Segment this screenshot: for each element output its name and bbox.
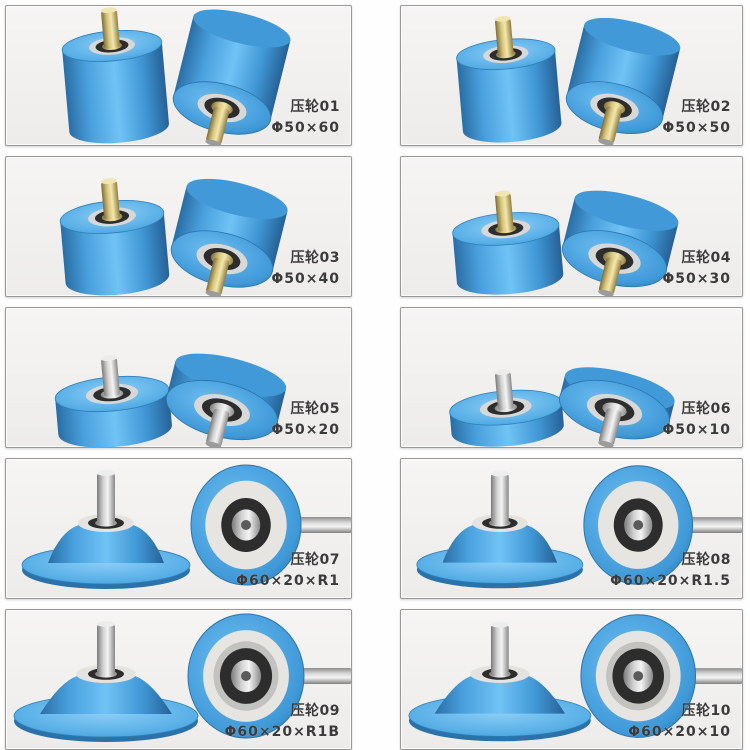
product-name: 压轮07	[290, 552, 340, 568]
product-card-07: 压轮07 Φ60×20×R1	[5, 458, 352, 599]
product-spec: Φ60×20×R1.5	[610, 573, 731, 589]
roller-left	[449, 369, 564, 447]
roller-photo-svg	[452, 190, 679, 296]
roller-photo-svg	[449, 367, 675, 447]
roller-photo-svg	[13, 613, 351, 742]
product-card-05: 压轮05 Φ50×20	[5, 307, 352, 448]
product-card-01: 压轮01 Φ50×60	[5, 5, 352, 146]
product-spec: Φ60×20×10	[628, 724, 731, 740]
roller-left	[456, 15, 562, 143]
roller-left	[59, 178, 170, 296]
product-spec: Φ60×20×R1	[236, 573, 340, 589]
product-spec: Φ50×10	[662, 422, 731, 438]
product-name: 压轮02	[681, 99, 731, 115]
roller-left	[408, 621, 592, 742]
roller-right	[580, 614, 742, 738]
product-spec: Φ50×60	[271, 120, 340, 136]
product-card-02: 压轮02 Φ50×50	[400, 5, 743, 146]
product-label: 压轮05 Φ50×20	[271, 399, 340, 441]
product-photo	[401, 308, 742, 447]
roller-left	[13, 621, 199, 742]
product-label: 压轮04 Φ50×30	[662, 248, 731, 290]
product-label: 压轮09 Φ60×20×R1B	[224, 701, 340, 743]
roller-right	[583, 465, 742, 585]
product-photo	[6, 308, 351, 447]
roller-left	[452, 190, 564, 295]
product-photo	[401, 6, 742, 145]
product-spec: Φ50×30	[662, 271, 731, 287]
roller-photo-svg	[59, 178, 288, 296]
product-card-04: 压轮04 Φ50×30	[400, 156, 743, 297]
product-spec: Φ50×40	[271, 271, 340, 287]
product-photo	[401, 459, 742, 598]
product-label: 压轮06 Φ50×10	[662, 399, 731, 441]
roller-photo-svg	[408, 614, 742, 742]
roller-left	[21, 470, 191, 589]
roller-left	[54, 355, 172, 447]
roller-photo-svg	[21, 464, 351, 589]
product-card-10: 压轮10 Φ60×20×10	[400, 609, 743, 750]
product-label: 压轮03 Φ50×40	[271, 248, 340, 290]
roller-left	[416, 470, 584, 589]
product-name: 压轮01	[290, 99, 340, 115]
product-card-03: 压轮03 Φ50×40	[5, 156, 352, 297]
product-photo	[6, 610, 351, 749]
product-label: 压轮07 Φ60×20×R1	[236, 550, 340, 592]
roller-photo-svg	[54, 353, 287, 447]
product-photo	[6, 6, 351, 145]
roller-right	[559, 367, 675, 447]
product-name: 压轮03	[290, 250, 340, 266]
roller-right	[565, 17, 681, 145]
product-photo	[6, 459, 351, 598]
product-name: 压轮05	[290, 401, 340, 417]
product-label: 压轮10 Φ60×20×10	[628, 701, 731, 743]
product-name: 压轮10	[681, 703, 731, 719]
roller-right	[170, 178, 288, 296]
product-label: 压轮01 Φ50×60	[271, 97, 340, 139]
product-photo	[401, 157, 742, 296]
product-card-08: 压轮08 Φ60×20×R1.5	[400, 458, 743, 599]
roller-photo-svg	[416, 465, 742, 589]
roller-photo-svg	[61, 7, 291, 145]
product-name: 压轮04	[681, 250, 731, 266]
product-name: 压轮06	[681, 401, 731, 417]
product-spec: Φ60×20×R1B	[224, 724, 340, 740]
product-spec: Φ50×20	[271, 422, 340, 438]
roller-right	[165, 353, 287, 447]
roller-photo-svg	[456, 15, 681, 145]
product-name: 压轮09	[290, 703, 340, 719]
product-photo	[6, 157, 351, 296]
roller-left	[61, 7, 169, 144]
product-spec: Φ50×50	[662, 120, 731, 136]
product-name: 压轮08	[681, 552, 731, 568]
product-label: 压轮08 Φ60×20×R1.5	[610, 550, 731, 592]
product-photo	[401, 610, 742, 749]
roller-right	[190, 464, 351, 586]
product-label: 压轮02 Φ50×50	[662, 97, 731, 139]
roller-right	[187, 613, 351, 739]
roller-right	[172, 9, 291, 145]
roller-right	[561, 190, 679, 296]
product-card-09: 压轮09 Φ60×20×R1B	[5, 609, 352, 750]
product-card-06: 压轮06 Φ50×10	[400, 307, 743, 448]
